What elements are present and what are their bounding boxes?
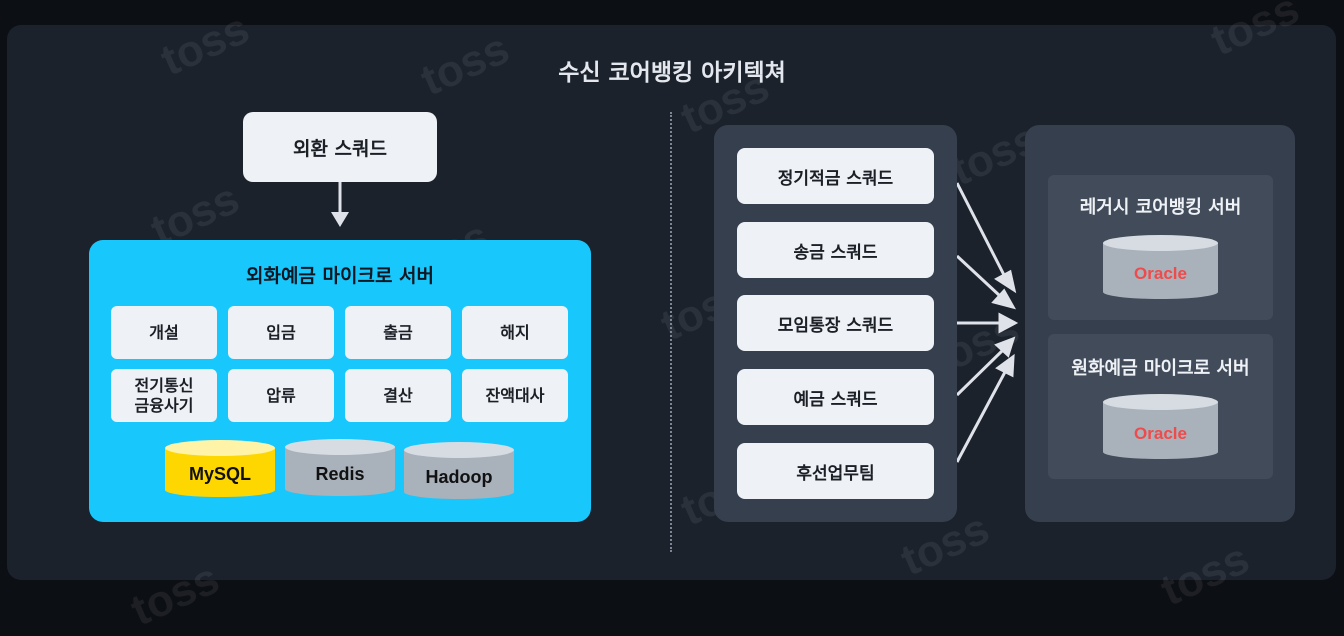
- arrow-line-2: [955, 254, 1002, 298]
- function-open: 개설: [111, 306, 217, 359]
- function-deposit: 입금: [228, 306, 334, 359]
- arrow-head-5: [995, 353, 1015, 378]
- function-seizure: 압류: [228, 369, 334, 422]
- krw-server-title: 원화예금 마이크로 서버: [1071, 358, 1250, 379]
- oracle-cylinder-krw: Oracle: [1103, 394, 1218, 459]
- function-settlement: 결산: [345, 369, 451, 422]
- arrow-line-1: [955, 182, 1006, 276]
- oracle-cylinder-legacy: Oracle: [1103, 235, 1218, 299]
- squad-remittance: 송금 스쿼드: [737, 222, 934, 278]
- function-close: 해지: [462, 306, 568, 359]
- hadoop-label: Hadoop: [426, 467, 493, 487]
- oracle-label-legacy: Oracle: [1134, 264, 1187, 283]
- hadoop-cylinder: Hadoop: [404, 442, 514, 499]
- function-telecom-fraud: 전기통신 금융사기: [111, 369, 217, 422]
- diagram-title: 수신 코어뱅킹 아키텍쳐: [558, 60, 786, 86]
- arrow-line-4: [955, 348, 1005, 397]
- forex-squad-box: 외환 스쿼드: [243, 112, 437, 182]
- function-balance-reconcile: 잔액대사: [462, 369, 568, 422]
- mysql-cylinder: MySQL: [165, 440, 275, 497]
- mysql-label: MySQL: [189, 464, 251, 484]
- arrow-line-5: [955, 371, 1007, 463]
- arrow-head-down: [331, 212, 349, 227]
- db-cylinders: MySQL Redis Hadoop: [165, 439, 514, 499]
- arrows-layer: [331, 182, 1019, 463]
- function-withdraw: 출금: [345, 306, 451, 359]
- legacy-server-title: 레거시 코어뱅킹 서버: [1079, 197, 1242, 218]
- oracle-cylinders: Oracle Oracle: [1103, 235, 1218, 459]
- squad-installment-savings: 정기적금 스쿼드: [737, 148, 934, 204]
- arrow-head-4: [994, 336, 1016, 358]
- micro-server-title: 외화예금 마이크로 서버: [245, 265, 435, 287]
- arrow-head-2: [991, 288, 1017, 310]
- squad-group-account: 모임통장 스쿼드: [737, 295, 934, 351]
- redis-label: Redis: [315, 464, 364, 484]
- oracle-label-krw: Oracle: [1134, 424, 1187, 443]
- redis-cylinder: Redis: [285, 439, 395, 496]
- squad-back-office: 후선업무팀: [737, 443, 934, 499]
- section-divider: [670, 112, 672, 552]
- arrow-head-3: [998, 312, 1019, 334]
- arrow-head-1: [994, 269, 1017, 294]
- squad-deposit: 예금 스쿼드: [737, 369, 934, 425]
